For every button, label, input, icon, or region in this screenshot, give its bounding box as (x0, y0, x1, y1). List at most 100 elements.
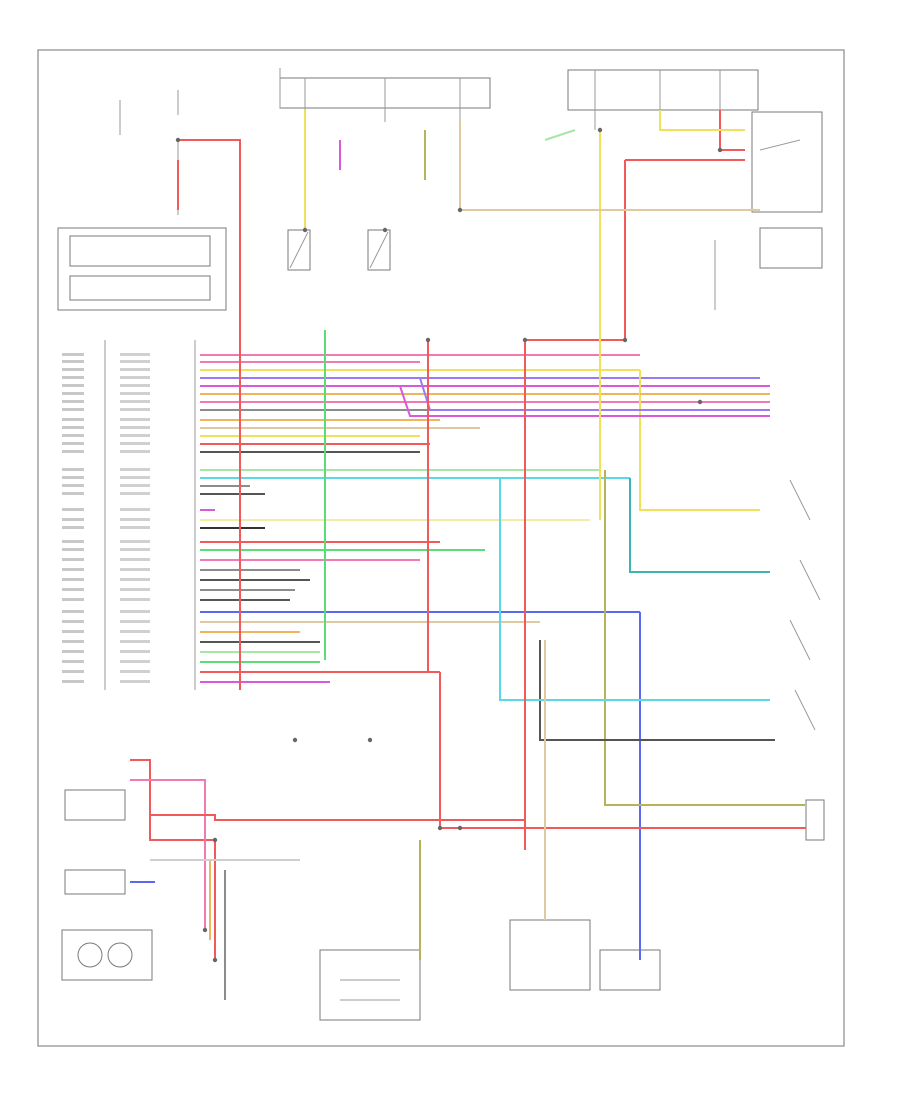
splice-point (212, 837, 218, 843)
wire-color-label-mark (120, 450, 150, 453)
wire-color-label-mark (120, 598, 150, 601)
pin-label-mark (62, 568, 84, 571)
solenoid-body (509, 919, 591, 991)
wire-color-label-mark (120, 630, 150, 633)
splice-point (382, 227, 388, 233)
pin-label-mark (62, 376, 84, 379)
vehicle-speed-sensor (805, 799, 825, 841)
to-switch-teal (629, 478, 770, 573)
splice-point (437, 825, 443, 831)
pin-label-mark (62, 468, 84, 471)
pin-label-mark (62, 518, 84, 521)
splice-point (457, 825, 463, 831)
pin-label-mark (62, 400, 84, 403)
red-feed-right-down (525, 160, 626, 341)
relays (287, 229, 391, 271)
pin-label-mark (62, 630, 84, 633)
wire-color-label-mark (120, 518, 150, 521)
pin-label-mark (62, 640, 84, 643)
wire-color-label-mark (120, 484, 150, 487)
wire-harness (130, 110, 806, 1000)
wire-color-label-mark (120, 540, 150, 543)
wire-color-label-mark (120, 548, 150, 551)
wire-color-label-mark (120, 368, 150, 371)
splice-point (597, 127, 603, 133)
pin-label-mark (62, 484, 84, 487)
to-switch-olive (604, 470, 805, 806)
wire-color-label-mark (120, 418, 150, 421)
wire-color-label-mark (120, 558, 150, 561)
pin-label-mark (62, 360, 84, 363)
pin-label-mark (62, 492, 84, 495)
wire-color-label-mark (120, 392, 150, 395)
lightgreen-feed-top (544, 129, 576, 141)
splice-point (425, 337, 431, 343)
splice-point (622, 337, 628, 343)
relay-2 (367, 229, 391, 271)
wire-color-label-mark (120, 670, 150, 673)
pin-label-mark (62, 620, 84, 623)
splice-point (697, 399, 703, 405)
splice-point (175, 137, 181, 143)
wire-color-label-mark (120, 468, 150, 471)
pin-label-mark (62, 408, 84, 411)
to-data-link-1 (639, 370, 760, 511)
wire-color-label-mark (120, 434, 150, 437)
pin-label-mark (62, 680, 84, 683)
to-data-link-2 (419, 377, 770, 411)
splice-point (522, 337, 528, 343)
wire-color-label-mark (120, 588, 150, 591)
pin-label-mark (62, 450, 84, 453)
tan-feed-top (459, 120, 760, 211)
wire-color-label-mark (120, 442, 150, 445)
wire-color-label-mark (120, 620, 150, 623)
transmission-range-sensor (64, 869, 126, 895)
splice-point (367, 737, 373, 743)
pin-label-mark (62, 598, 84, 601)
wire-color-label-mark (120, 640, 150, 643)
pin-label-mark (62, 670, 84, 673)
wire-color-label-mark (120, 526, 150, 529)
transmission-control-switch (64, 789, 126, 821)
starter-relay (759, 227, 823, 269)
top-power-distribution (279, 68, 759, 130)
splice-point (212, 957, 218, 963)
splice-point (202, 927, 208, 933)
pin-label-mark (62, 548, 84, 551)
wire-color-label-mark (120, 376, 150, 379)
wire-color-label-mark (120, 408, 150, 411)
pin-label-mark (62, 610, 84, 613)
wire-color-label-mark (120, 508, 150, 511)
wire-color-label-mark (120, 353, 150, 356)
relay-1 (287, 229, 311, 271)
to-data-link-3 (399, 385, 770, 417)
pin-label-mark (62, 418, 84, 421)
pin-label-mark (62, 660, 84, 663)
wire-color-label-mark (120, 610, 150, 613)
pin-label-mark (62, 476, 84, 479)
lower-left-red (130, 759, 216, 960)
pin-label-mark (62, 578, 84, 581)
right-components (319, 111, 825, 1021)
left-components (57, 90, 227, 981)
splice-points (175, 127, 723, 963)
pin-label-mark (62, 384, 84, 387)
pin-label-mark (62, 392, 84, 395)
yellow-feed-ign (659, 110, 745, 131)
wire-color-label-mark (120, 476, 150, 479)
pin-label-mark (62, 650, 84, 653)
lower-left-orange (150, 859, 211, 940)
splice-point (717, 147, 723, 153)
instrument-cluster (57, 227, 227, 311)
pin-label-mark (62, 368, 84, 371)
ignition-switch (751, 111, 823, 213)
to-vss-dark (539, 640, 775, 741)
splice-point (302, 227, 308, 233)
wire-color-label-mark (120, 680, 150, 683)
pin-label-mark (62, 434, 84, 437)
wire-color-label-mark (120, 360, 150, 363)
to-cyan-branch (499, 478, 770, 701)
splice-point (457, 207, 463, 213)
splice-point (292, 737, 298, 743)
